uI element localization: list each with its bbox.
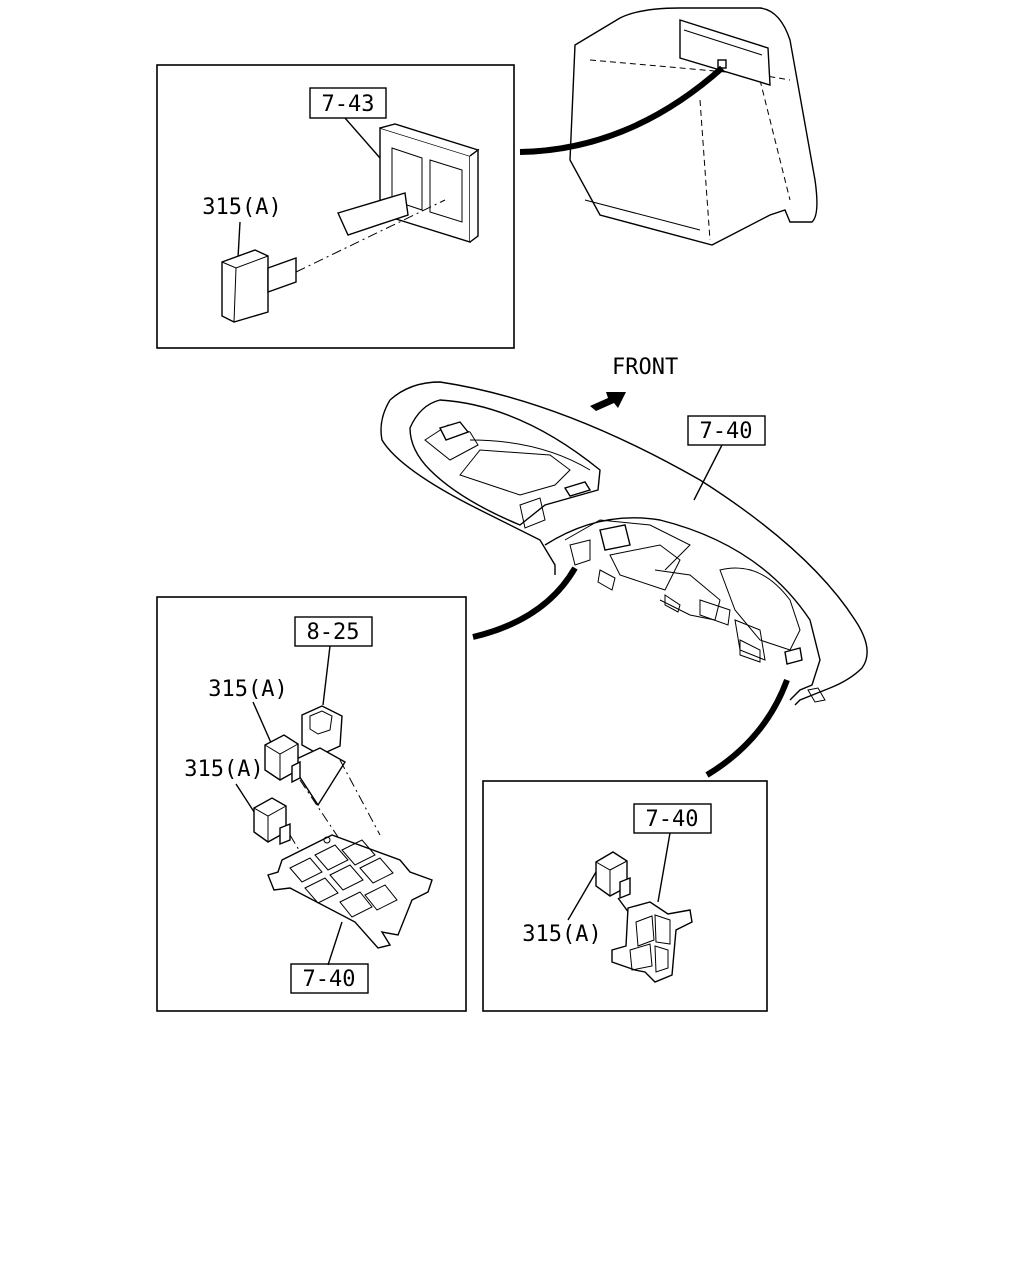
detail-frame-left: 8-25 315(A) 315(A) (156, 596, 467, 1012)
ref-box-7-40-right (633, 803, 712, 834)
ref-box-8-25 (294, 616, 373, 647)
ref-label-7-40-right: 7-40 (646, 807, 699, 832)
ref-label-7-43: 7-43 (322, 92, 375, 117)
leader-curve-left (472, 566, 578, 640)
ref-box-7-40-main (687, 415, 766, 446)
cab-rear-view (569, 7, 818, 246)
ref-label-8-25: 8-25 (307, 620, 360, 645)
part-label-315a-left-1: 315(A) (208, 677, 287, 702)
part-label-315a-right: 315(A) (522, 922, 601, 947)
ref-box-7-40-left (290, 963, 369, 994)
front-arrow-icon (590, 392, 626, 411)
detail-frame-top: 7-43 315(A) (156, 64, 515, 349)
front-label: FRONT (612, 355, 678, 380)
leader-curve-top (519, 65, 724, 155)
ref-box-7-43 (309, 87, 387, 119)
part-label-315a-top: 315(A) (202, 195, 281, 220)
detail-frame-right: 7-40 315(A) (482, 780, 768, 1012)
part-label-315a-left-2: 315(A) (184, 757, 263, 782)
ref-label-7-40-main: 7-40 (700, 419, 753, 444)
instrument-panel (380, 381, 868, 706)
ref-label-7-40-left: 7-40 (303, 967, 356, 992)
leader-curve-right (705, 678, 790, 778)
